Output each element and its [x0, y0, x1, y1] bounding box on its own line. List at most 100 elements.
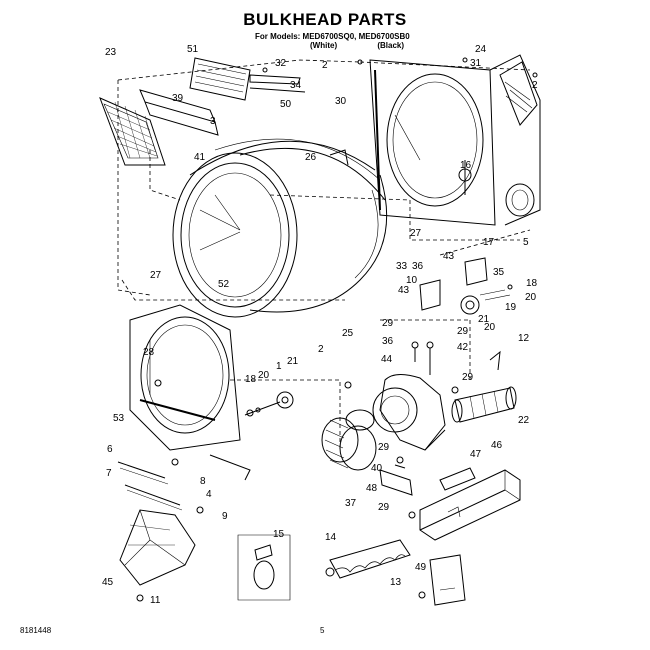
callout-18: 18: [526, 278, 538, 289]
bracket-32-34: [249, 67, 306, 93]
callout-16: 16: [460, 160, 472, 171]
roller-assembly: [244, 391, 294, 417]
callout-2: 2: [322, 60, 328, 71]
callout-24: 24: [475, 44, 487, 55]
callout-2: 2: [318, 344, 324, 355]
variant-white: (White): [310, 41, 338, 50]
models-line: For Models: MED6700SQ0, MED6700SB0: [255, 32, 410, 41]
plate-49: [429, 554, 466, 606]
callout-28: 28: [143, 347, 155, 358]
callout-36: 36: [412, 261, 424, 272]
callout-47: 47: [470, 449, 482, 460]
bracket-47: [439, 467, 476, 491]
callout-46: 46: [491, 440, 503, 451]
callout-15: 15: [273, 529, 285, 540]
callout-19: 19: [505, 302, 517, 313]
variant-black: (Black): [377, 41, 405, 50]
callout-48: 48: [366, 483, 378, 494]
bracket-48: [379, 464, 413, 496]
rear-vent: [489, 54, 541, 226]
screws: [136, 57, 538, 602]
blower-seal-ring: [345, 409, 375, 431]
callout-20: 20: [525, 292, 537, 303]
callout-36: 36: [382, 336, 394, 347]
callout-17: 17: [483, 237, 495, 248]
callout-51: 51: [187, 44, 199, 55]
callout-25: 25: [342, 328, 354, 339]
callout-35: 35: [493, 267, 505, 278]
callout-7: 7: [106, 468, 112, 479]
callout-52: 52: [218, 279, 230, 290]
callout-20: 20: [258, 370, 270, 381]
callout-45: 45: [102, 577, 114, 588]
assembly-guide-lines: [117, 59, 531, 450]
kit-15: [237, 534, 291, 601]
callout-8: 8: [200, 476, 206, 487]
callout-50: 50: [280, 99, 292, 110]
heater-element: [325, 539, 411, 579]
callout-42: 42: [457, 342, 469, 353]
exhaust-duct: [419, 469, 521, 541]
callout-21: 21: [287, 356, 299, 367]
callout-37: 37: [345, 498, 357, 509]
callout-31: 31: [470, 58, 482, 69]
page-number: 5: [320, 626, 325, 635]
doc-number: 8181448: [20, 626, 52, 635]
callout-53: 53: [113, 413, 125, 424]
rear-bulkhead: [369, 59, 496, 226]
callout-2: 2: [532, 80, 538, 91]
support-rods: [117, 454, 251, 514]
exhaust-tube: [451, 386, 517, 423]
callout-9: 9: [222, 511, 228, 522]
clip-12: [489, 350, 501, 371]
callout-43: 43: [443, 251, 455, 262]
callout-49: 49: [415, 562, 427, 573]
callout-10: 10: [406, 275, 418, 286]
callout-29: 29: [382, 318, 394, 329]
callout-32: 32: [275, 58, 287, 69]
callout-5: 5: [523, 237, 529, 248]
lint-duct: [119, 509, 196, 586]
top-grille: [189, 57, 251, 101]
callout-3: 3: [210, 116, 216, 127]
callout-22: 22: [518, 415, 530, 426]
callout-14: 14: [325, 532, 337, 543]
callout-29: 29: [378, 502, 390, 513]
callout-4: 4: [206, 489, 212, 500]
callout-26: 26: [305, 152, 317, 163]
callout-41: 41: [194, 152, 206, 163]
callout-23: 23: [105, 47, 117, 58]
page-title: BULKHEAD PARTS: [243, 10, 407, 29]
callout-18: 18: [245, 374, 257, 385]
callout-20: 20: [484, 322, 496, 333]
callout-27: 27: [150, 270, 162, 281]
callout-1: 1: [276, 361, 282, 372]
callout-33: 33: [396, 261, 408, 272]
callout-40: 40: [371, 463, 383, 474]
lint-housing: [139, 89, 219, 136]
drum: [172, 138, 388, 318]
front-bulkhead: [129, 304, 241, 451]
callout-11: 11: [150, 595, 161, 606]
callout-13: 13: [390, 577, 402, 588]
motor-bracket: [419, 257, 513, 315]
callout-27: 27: [410, 228, 422, 239]
callout-29: 29: [462, 372, 474, 383]
callout-39: 39: [172, 93, 184, 104]
lint-screen: [99, 97, 166, 166]
callout-21: 21: [478, 314, 490, 325]
callout-12: 12: [518, 333, 530, 344]
blower-housing: [372, 374, 446, 451]
blower-wheel: [321, 417, 377, 471]
callout-44: 44: [381, 354, 393, 365]
callout-29: 29: [378, 442, 390, 453]
callout-43: 43: [398, 285, 410, 296]
callout-34: 34: [290, 80, 302, 91]
callout-30: 30: [335, 96, 347, 107]
callout-6: 6: [107, 444, 113, 455]
callout-29: 29: [457, 326, 469, 337]
models-block: For Models: MED6700SQ0, MED6700SB0 (Whit…: [255, 32, 410, 50]
